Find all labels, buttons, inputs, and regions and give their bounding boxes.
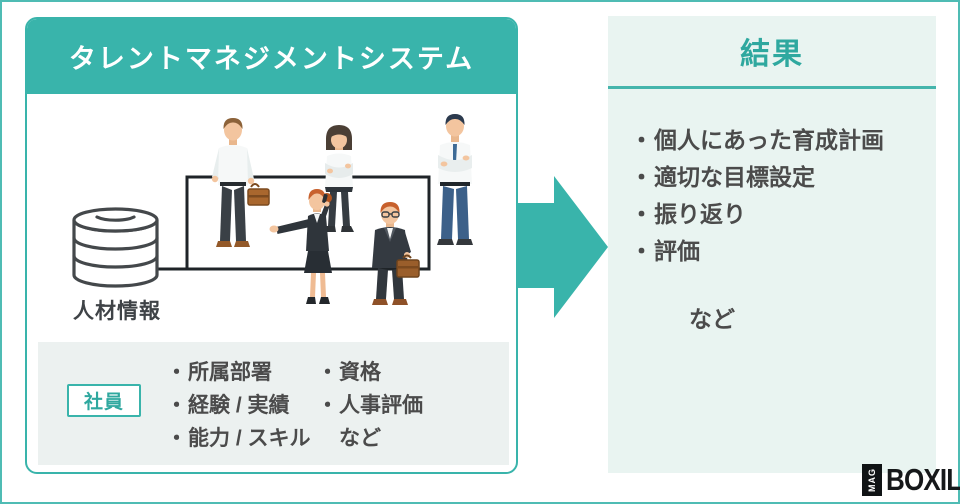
bullet-mark: ・ (630, 200, 653, 227)
boxil-brand-text: BOXIL (886, 462, 960, 497)
attribute-item: ・ 経験 / 実績 (166, 387, 311, 420)
bullet-mark: ・ (166, 393, 187, 417)
mag-badge: MAG (862, 464, 882, 496)
attribute-label: 能力 / スキル (188, 426, 311, 450)
person-man-briefcase-figure (211, 118, 270, 247)
mag-badge-label: MAG (867, 468, 877, 492)
talent-system-header: タレントマネジメントシステム (27, 19, 516, 94)
attributes-column-2: ・ 資格 ・ 人事評価 など (317, 354, 423, 453)
employee-badge: 社員 (67, 384, 141, 417)
bullet-mark: ・ (317, 393, 338, 417)
person-woman-crossed-arms-figure (323, 125, 354, 232)
results-panel: 結果 ・ 個人にあった育成計画 ・ 適切な目標設定 ・ 振り返り ・ 評価 など (608, 16, 936, 473)
result-label: 個人にあった育成計画 (654, 126, 884, 153)
bullet-mark: ・ (317, 360, 338, 384)
bullet-mark: ・ (166, 360, 187, 384)
bullet-mark: ・ (630, 126, 653, 153)
etc-label: など (339, 426, 381, 450)
attribute-label: 人事評価 (339, 393, 423, 417)
talent-system-panel: タレントマネジメントシステム 人材情報 (25, 17, 518, 474)
bullet-mark: ・ (630, 237, 653, 264)
results-header: 結果 (608, 16, 936, 86)
attribute-item: ・ 資格 (317, 354, 423, 387)
result-item: ・ 振り返り (630, 193, 936, 230)
attribute-label: 経験 / 実績 (188, 393, 290, 417)
results-divider (608, 86, 936, 89)
attribute-item: ・ 所属部署 (166, 354, 311, 387)
results-list: ・ 個人にあった育成計画 ・ 適切な目標設定 ・ 振り返り ・ 評価 など (608, 89, 936, 334)
result-item: ・ 評価 (630, 230, 936, 267)
person-man-tie-figure (437, 114, 473, 245)
attribute-item: ・ 能力 / スキル (166, 420, 311, 453)
database-label: 人材情報 (73, 299, 161, 323)
bullet-mark: ・ (166, 426, 187, 450)
attribute-etc: など (317, 420, 423, 453)
attribute-label: 資格 (339, 360, 381, 384)
employee-attributes-box: 社員 ・ 所属部署 ・ 経験 / 実績 ・ 能力 / スキル ・ 資格 ・ (38, 342, 509, 465)
result-item: ・ 個人にあった育成計画 (630, 119, 936, 156)
result-label: 評価 (654, 237, 700, 264)
result-label: 振り返り (654, 200, 746, 227)
person-man-suit-briefcase-figure (372, 202, 420, 305)
talent-system-title: タレントマネジメントシステム (68, 44, 475, 74)
person-woman-phone-figure (269, 189, 332, 304)
talent-illustration: 人材情報 (72, 114, 473, 323)
attributes-column-1: ・ 所属部署 ・ 経験 / 実績 ・ 能力 / スキル (166, 354, 311, 453)
result-item: ・ 適切な目標設定 (630, 156, 936, 193)
attribute-item: ・ 人事評価 (317, 387, 423, 420)
results-title: 結果 (740, 38, 804, 71)
result-label: 適切な目標設定 (654, 163, 815, 190)
boxil-mag-logo: MAG BOXIL (862, 462, 960, 497)
flow-arrow-right-icon (517, 176, 608, 318)
results-etc-label: など (689, 306, 735, 332)
attribute-label: 所属部署 (188, 360, 272, 384)
database-icon (72, 207, 159, 288)
bullet-mark: ・ (630, 163, 653, 190)
employee-badge-label: 社員 (83, 392, 124, 413)
